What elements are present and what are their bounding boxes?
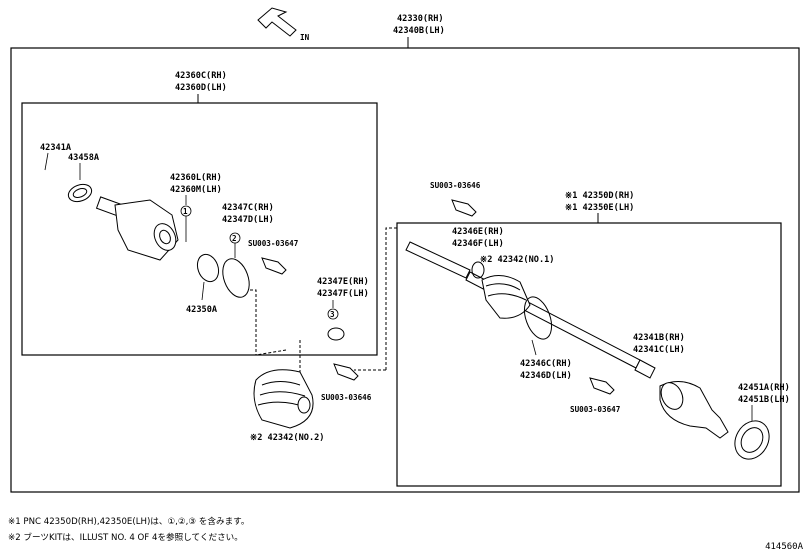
assembly-frame	[10, 47, 800, 493]
callout-outboard-rh: ※1 42350D(RH)	[565, 191, 634, 201]
callout-inner-race-rh: 42360L(RH)	[170, 173, 222, 183]
callout-clamp-d-lh: 42347D(LH)	[222, 215, 274, 225]
marker-2-label: 2	[232, 234, 237, 243]
small-clamp-icon	[327, 327, 345, 341]
callout-inboard-lh: 42360D(LH)	[175, 83, 227, 93]
callout-clamp-f2-lh: 42346F(LH)	[452, 239, 504, 249]
callout-boot-inboard: ※2 42342(NO.2)	[250, 433, 324, 443]
callout-inboard-rh: 42360C(RH)	[175, 71, 227, 81]
callout-seal: 43458A	[68, 153, 100, 163]
grease-tube-icon	[333, 363, 359, 381]
callout-assy-rh: 42330(RH)	[397, 14, 444, 24]
direction-arrow-icon	[257, 7, 297, 37]
marker-1-label: 1	[183, 207, 188, 216]
callout-clamp-c-rh: 42347C(RH)	[222, 203, 274, 213]
outboard-joint-frame	[396, 222, 782, 487]
snap-ring-icon	[40, 174, 52, 184]
outboard-boot-icon	[481, 275, 531, 319]
seal-ring-icon	[67, 183, 93, 203]
inner-race-icon	[181, 243, 191, 257]
footnote-2: ※2 ブーツKITは、ILLUST NO. 4 OF 4を参照してください。	[8, 533, 243, 543]
callout-grease-c: SU003-03646	[321, 393, 372, 402]
callout-clamp-d2-lh: 42346D(LH)	[520, 371, 572, 381]
callout-hub-lh: 42451B(LH)	[738, 395, 790, 405]
callout-snap2-rh: 42341B(RH)	[633, 333, 685, 343]
boot-clamp-icon	[222, 258, 250, 298]
callout-inner-race-lh: 42360M(LH)	[170, 185, 222, 195]
inboard-joint-housing-icon	[95, 196, 179, 261]
callout-clamp-f-lh: 42347F(LH)	[317, 289, 369, 299]
callout-grease-a: SU003-03647	[248, 239, 298, 248]
inboard-boot-icon	[253, 369, 314, 429]
callout-ring: 42350A	[186, 305, 218, 315]
grease-tube-icon	[589, 377, 615, 395]
callout-hub-rh: 42451A(RH)	[738, 383, 790, 393]
callout-assy-lh: 42340B(LH)	[393, 26, 445, 36]
direction-label: IN	[300, 33, 310, 42]
callout-clamp-e-rh: 42347E(RH)	[317, 277, 369, 287]
abs-ring-icon	[734, 420, 770, 460]
callout-clamp-c2-rh: 42346C(RH)	[520, 359, 572, 369]
marker-3	[327, 308, 339, 320]
outboard-joint-housing-icon	[659, 381, 729, 439]
callout-outboard-lh: ※1 42350E(LH)	[565, 203, 634, 213]
boot-clamp-icon	[523, 296, 553, 340]
marker-3-label: 3	[330, 310, 335, 319]
callout-grease-b: SU003-03646	[430, 181, 481, 190]
grease-tube-icon	[261, 257, 287, 275]
callout-snap2-lh: 42341C(LH)	[633, 345, 685, 355]
figure-id: 414560A	[765, 542, 803, 552]
small-clamp-icon	[471, 261, 485, 279]
inboard-joint-frame	[21, 102, 378, 356]
callout-grease-d: SU003-03647	[570, 405, 620, 414]
footnote-1: ※1 PNC 42350D(RH),42350E(LH)は、①,②,③ を含みま…	[8, 517, 250, 527]
retaining-ring-icon	[196, 253, 220, 283]
callout-snap-ring: 42341A	[40, 143, 72, 153]
grease-tube-icon	[451, 199, 477, 217]
callout-boot-outboard: ※2 42342(NO.1)	[480, 255, 554, 265]
callout-clamp-e2-rh: 42346E(RH)	[452, 227, 504, 237]
assembly-path-dashed	[250, 227, 398, 395]
